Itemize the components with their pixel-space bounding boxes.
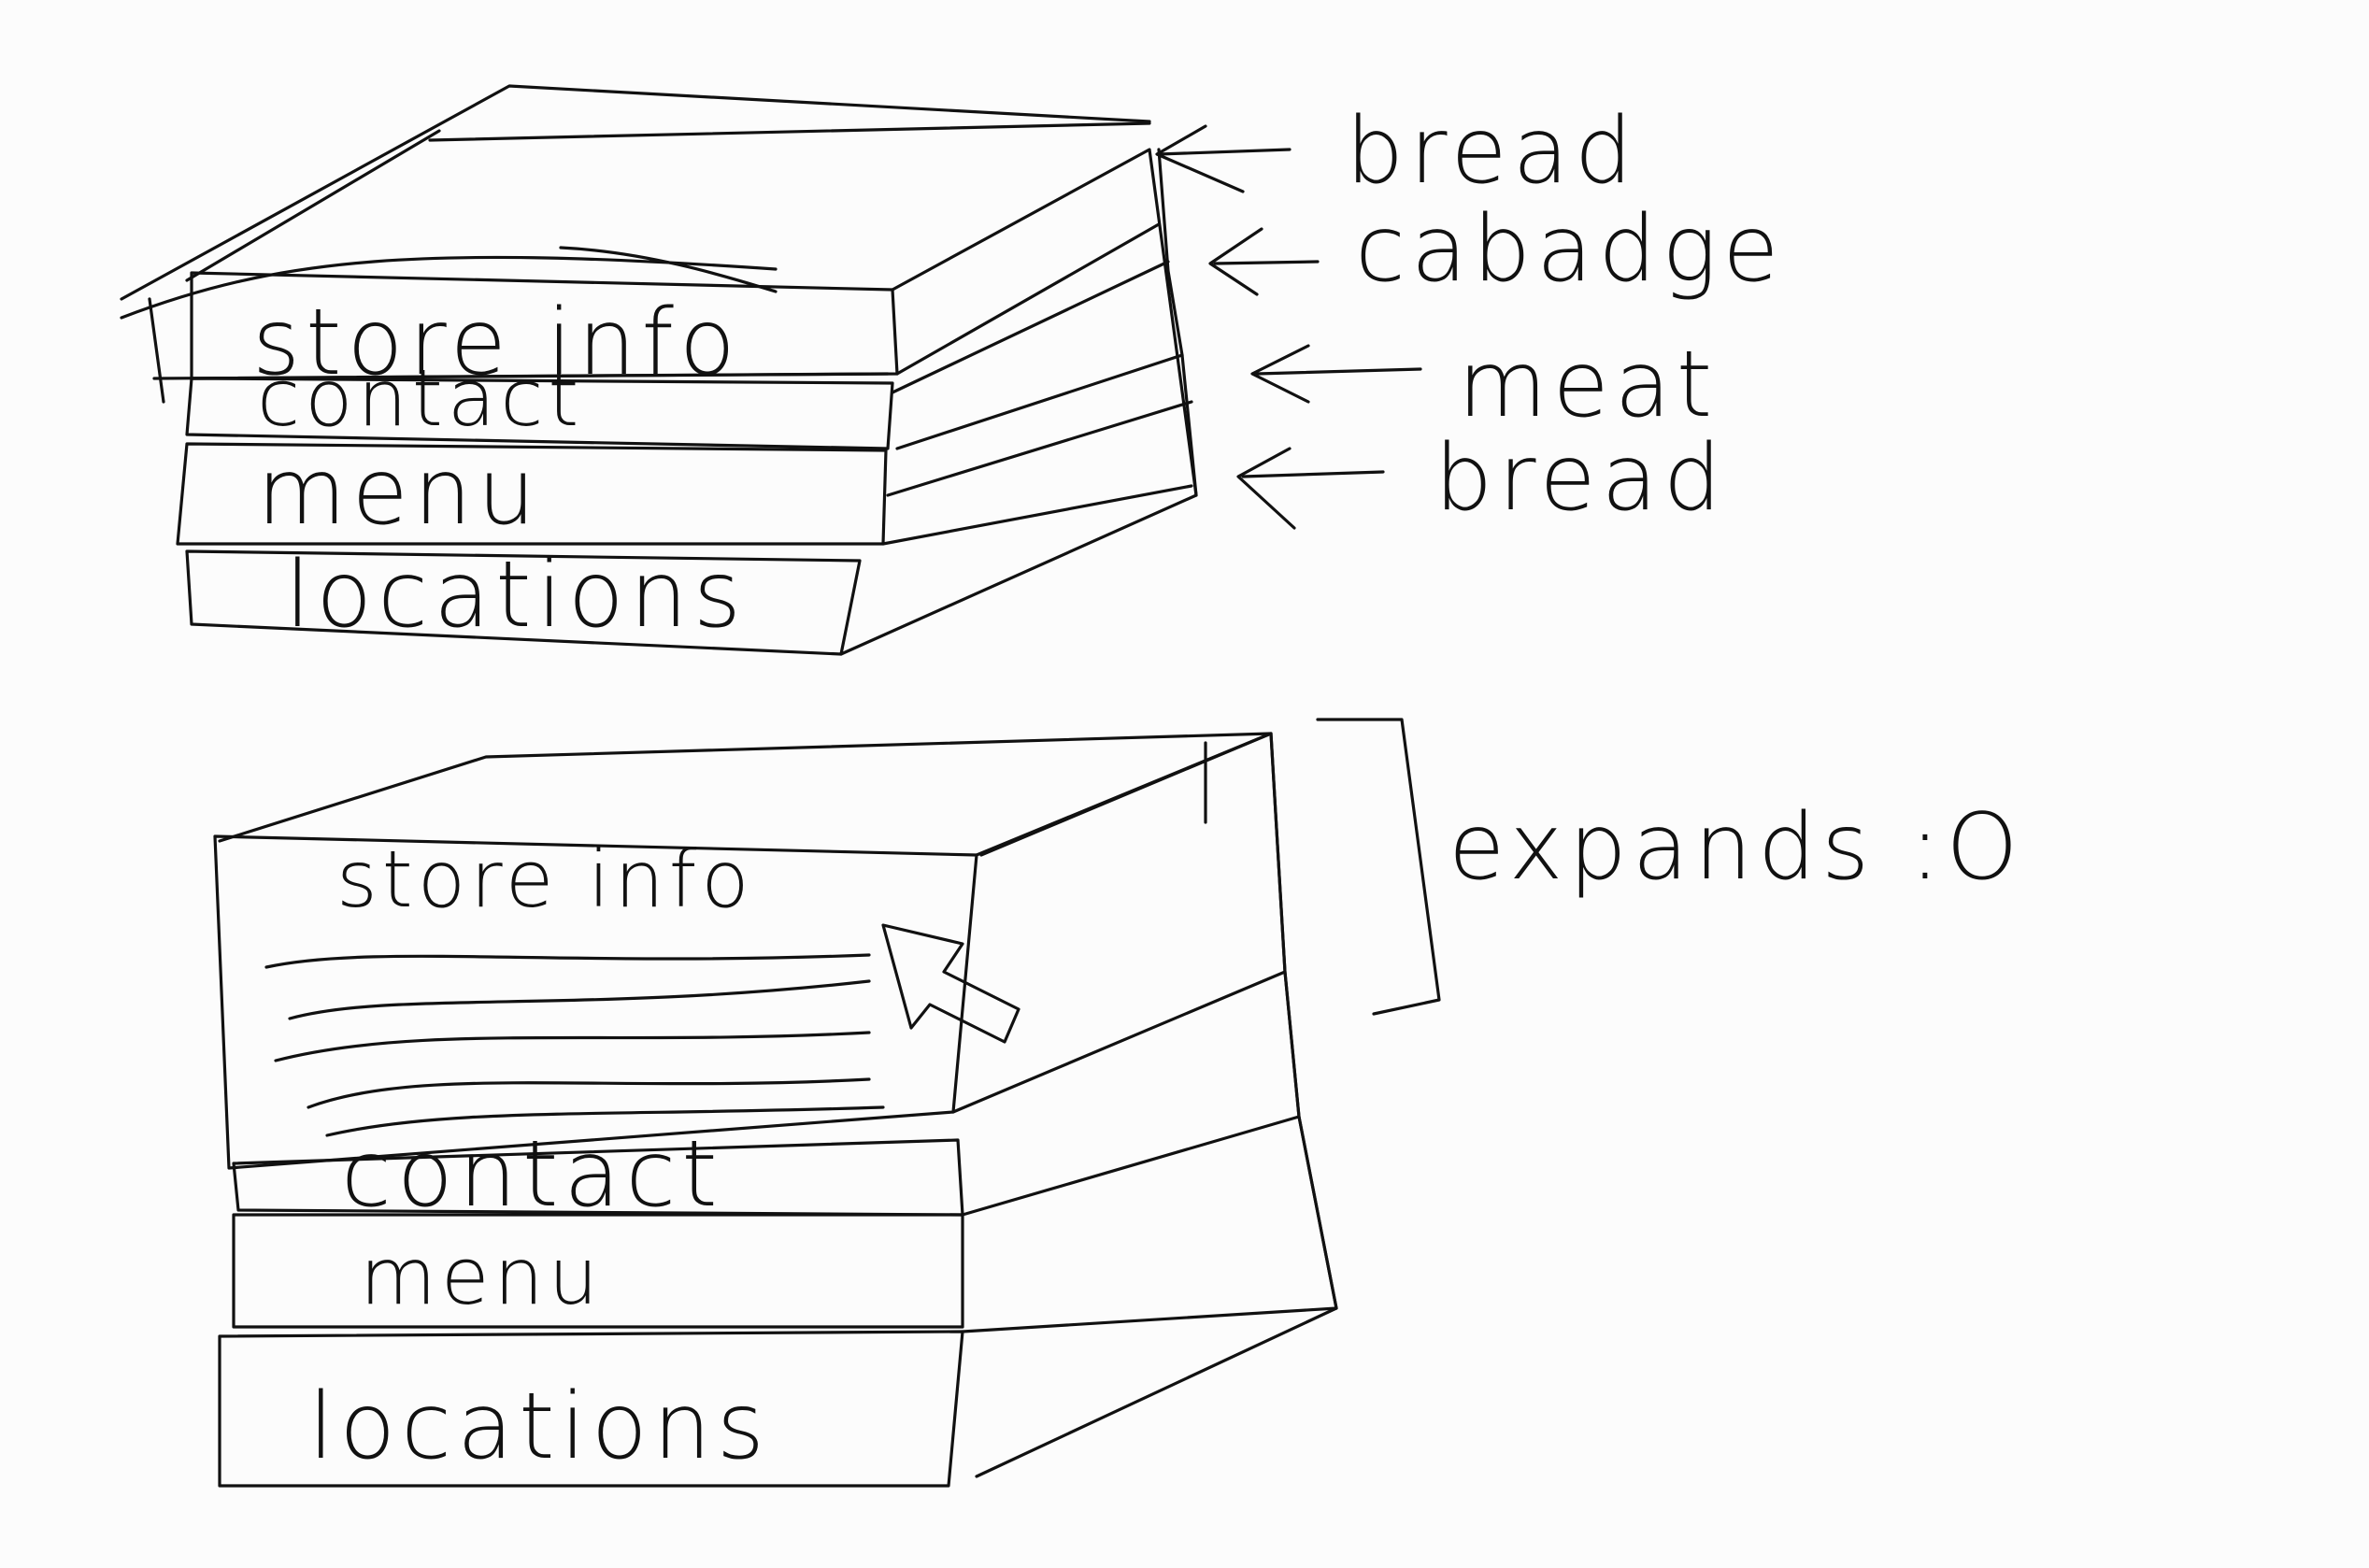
expanded-layer-label: store info bbox=[336, 834, 754, 925]
collapsed-layer-label: locations bbox=[285, 542, 747, 649]
expanded-layer-label: locations bbox=[308, 1374, 770, 1480]
arrow-icon bbox=[1155, 124, 1292, 193]
arrow-icon bbox=[1208, 227, 1320, 296]
collapsed-annotation-label: bread bbox=[1434, 425, 1727, 532]
expanded-layer-label: contact bbox=[341, 1121, 723, 1228]
collapsed-layer-label: contact bbox=[257, 352, 583, 444]
collapsed-layer-label: menu bbox=[257, 439, 541, 546]
arrow-icon bbox=[1250, 344, 1422, 404]
cursor-arrow-icon bbox=[881, 923, 1020, 1044]
arrow-icon bbox=[1236, 447, 1385, 530]
collapsed-layer-label: store info bbox=[252, 290, 741, 396]
expanded-layer-label: menu bbox=[360, 1231, 603, 1322]
collapsed-annotation-label: meat bbox=[1458, 332, 1718, 438]
expanded-stack: store info contact menu locations expand… bbox=[213, 718, 2024, 1488]
bracket bbox=[1316, 718, 1441, 1016]
expanded-annotation-label: expands :O bbox=[1449, 794, 2024, 901]
collapsed-stack: store info contact menu locations bread … bbox=[120, 84, 1785, 656]
collapsed-annotation-label: bread bbox=[1346, 98, 1638, 205]
collapsed-annotation-label: cabadge bbox=[1355, 196, 1785, 303]
